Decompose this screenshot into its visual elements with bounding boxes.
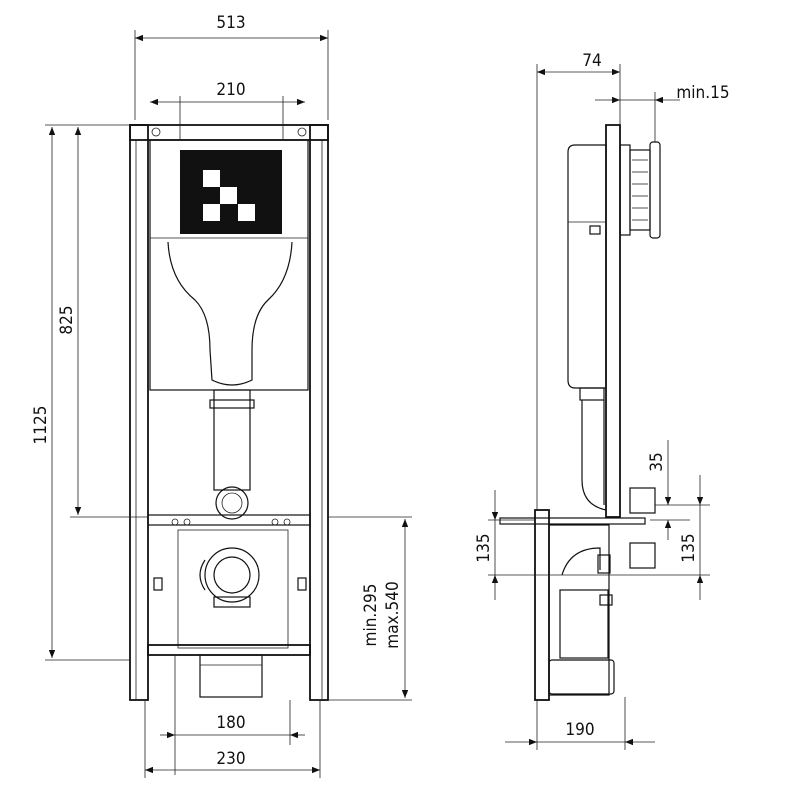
dim-190: 190 — [565, 720, 594, 740]
dim-135-left: 135 — [474, 533, 494, 562]
dim-230: 230 — [216, 749, 245, 769]
dim-max-540: max.540 — [383, 581, 403, 648]
dim-74: 74 — [582, 51, 601, 71]
side-dimensions: 74 min.15 35 135 135 190 — [474, 51, 730, 750]
dim-135-right: 135 — [679, 533, 699, 562]
dim-min-295: min.295 — [361, 584, 381, 647]
button-ribs — [632, 159, 648, 221]
dim-1125: 1125 — [31, 406, 51, 445]
front-dimensions: 513 210 825 1125 min.295 max.540 180 230 — [31, 13, 412, 778]
side-view — [499, 124, 661, 701]
dim-825: 825 — [57, 305, 77, 334]
flush-button-plate — [180, 150, 282, 234]
dim-min-15: min.15 — [676, 83, 729, 103]
dim-35: 35 — [647, 452, 667, 471]
dim-180: 180 — [216, 713, 245, 733]
front-view — [129, 124, 329, 701]
dim-513: 513 — [216, 13, 245, 33]
dim-210: 210 — [216, 80, 245, 100]
